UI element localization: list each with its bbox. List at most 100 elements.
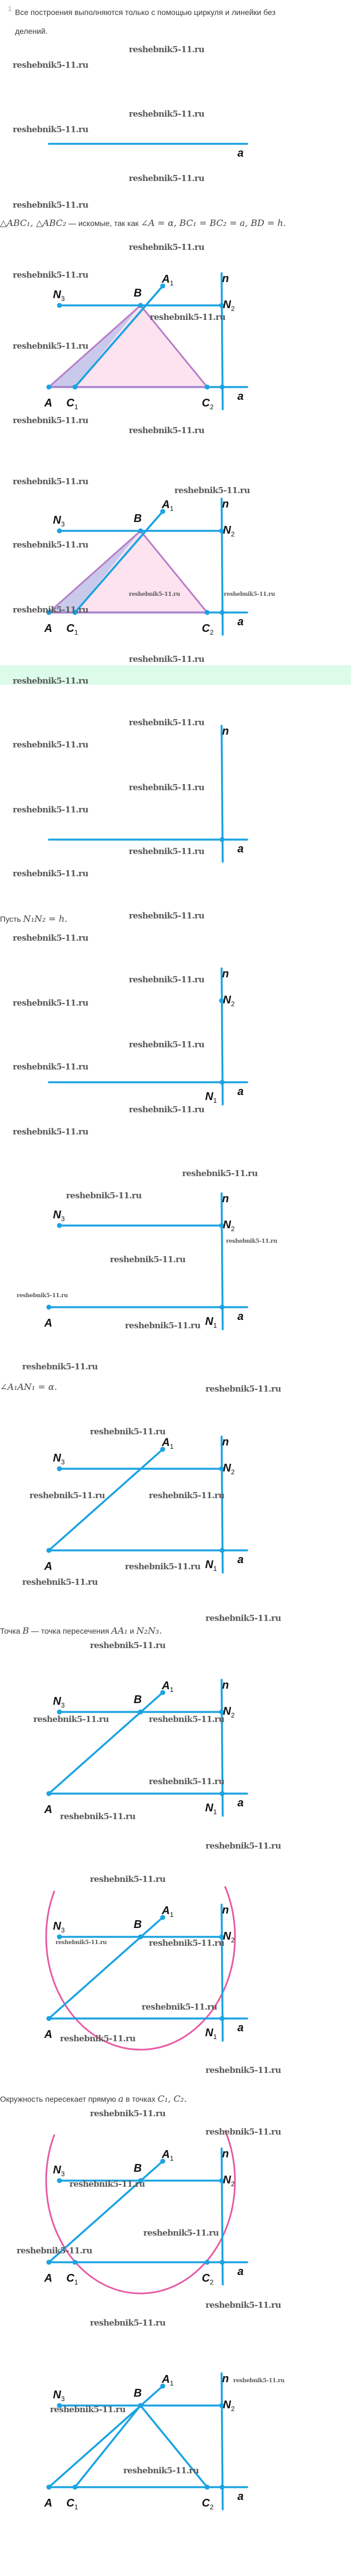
point-b <box>138 303 143 308</box>
watermark: reshebnik5-11.ru <box>13 605 88 615</box>
label-n1: N1 <box>205 2027 217 2041</box>
point-b <box>138 2403 143 2408</box>
step-4-math: a <box>118 2093 124 2104</box>
label-n2: N2 <box>223 2399 234 2413</box>
watermark: reshebnik5-11.ru <box>13 415 88 425</box>
point-a <box>46 2484 52 2490</box>
segment-a-a1 <box>48 1448 164 1551</box>
point-n3 <box>57 1223 62 1228</box>
conclusion-words: — искомые, так как <box>66 219 141 228</box>
watermark: reshebnik5-11.ru <box>129 44 204 54</box>
watermark: reshebnik5-11.ru <box>129 975 204 985</box>
watermark: reshebnik5-11.ru <box>13 805 88 815</box>
list-marker: 1 <box>8 4 12 13</box>
intro-text: Все построения выполняются только с помо… <box>15 8 276 36</box>
label-a: a <box>237 2266 243 2278</box>
watermark: reshebnik5-11.ru <box>143 2228 219 2238</box>
watermark: reshebnik5-11.ru <box>205 2300 281 2310</box>
label-a: a <box>237 843 243 855</box>
label-a: a <box>237 1554 243 1566</box>
point-n3 <box>57 1934 62 1940</box>
point-b <box>138 1934 143 1940</box>
label-n: n <box>222 725 229 737</box>
point-n3 <box>57 2178 62 2183</box>
label-b: B <box>134 287 142 299</box>
point-b <box>138 2178 143 2183</box>
label-n2: N2 <box>223 1705 234 1719</box>
highlight-band <box>0 665 351 685</box>
label-c2: C2 <box>202 397 213 411</box>
watermark: reshebnik5-11.ru <box>60 2033 136 2043</box>
label-a: A <box>44 2497 52 2509</box>
label-c2: C2 <box>202 622 213 636</box>
watermark: reshebnik5-11.ru <box>205 2065 281 2075</box>
point-n2 <box>219 998 224 1003</box>
watermark: reshebnik5-11.ru <box>205 1384 281 1394</box>
point-n2 <box>219 2403 224 2408</box>
label-n3: N3 <box>53 1920 64 1934</box>
point-n1 <box>219 610 225 615</box>
label-n3: N3 <box>53 514 64 528</box>
point-a1 <box>160 2383 166 2389</box>
label-a: a <box>237 1797 243 1809</box>
point-c2 <box>204 384 210 390</box>
label-a: a <box>237 1086 243 1098</box>
watermark: reshebnik5-11.ru <box>129 591 180 597</box>
watermark: reshebnik5-11.ru <box>22 1577 98 1587</box>
point-n1 <box>219 384 225 390</box>
label-a1: A1 <box>161 1437 173 1450</box>
watermark: reshebnik5-11.ru <box>13 540 88 550</box>
step-4-words: в точках <box>123 2095 158 2103</box>
triangle-abc2-outline <box>48 530 208 614</box>
point-c2 <box>204 2259 210 2265</box>
watermark: reshebnik5-11.ru <box>233 2378 285 2384</box>
watermark: reshebnik5-11.ru <box>149 1714 224 1724</box>
watermark: reshebnik5-11.ru <box>13 270 88 280</box>
step-2-math: ∠A₁AN₁ = α. <box>0 1382 57 1392</box>
watermark: reshebnik5-11.ru <box>129 1040 204 1050</box>
watermark: reshebnik5-11.ru <box>60 1811 136 1821</box>
label-a: A <box>44 2272 52 2284</box>
label-c1: C1 <box>66 397 78 411</box>
label-a1: A1 <box>161 499 173 513</box>
label-n: n <box>222 273 229 285</box>
circle-arc <box>45 1886 236 2051</box>
label-n2: N2 <box>223 1219 234 1233</box>
conclusion-math-triangles: △ABC₁, △ABC₂ <box>0 218 67 228</box>
label-n1: N1 <box>205 1315 217 1329</box>
point-a <box>46 1304 52 1310</box>
point-n1 <box>219 2016 225 2021</box>
step-text-2: ∠A₁AN₁ = α. <box>0 1382 57 1392</box>
point-c1 <box>72 2259 78 2265</box>
label-a1: A1 <box>161 2148 173 2162</box>
step-3-words: и <box>127 1626 137 1635</box>
point-n1 <box>219 1304 225 1310</box>
step-1-words: Пусть <box>0 915 23 923</box>
label-n3: N3 <box>53 2164 64 2178</box>
watermark: reshebnik5-11.ru <box>129 717 204 727</box>
watermark: reshebnik5-11.ru <box>13 1062 88 1072</box>
watermark: reshebnik5-11.ru <box>13 60 88 70</box>
point-n2 <box>219 1934 224 1940</box>
point-n3 <box>57 303 62 308</box>
label-b: B <box>134 2387 142 2399</box>
label-a: a <box>237 2022 243 2034</box>
segment-a-a1 <box>48 2385 164 2488</box>
label-a: a <box>237 147 243 159</box>
watermark: reshebnik5-11.ru <box>90 1427 166 1437</box>
circle-arc <box>45 2130 236 2294</box>
label-a: a <box>237 2490 243 2503</box>
label-c1: C1 <box>66 2497 78 2511</box>
label-n: n <box>222 968 229 980</box>
segment-a-a1 <box>48 2160 164 2263</box>
watermark: reshebnik5-11.ru <box>129 846 204 856</box>
watermark: reshebnik5-11.ru <box>123 2465 199 2475</box>
watermark: reshebnik5-11.ru <box>13 1127 88 1137</box>
step-4-math: C₁, C₂. <box>157 2093 187 2104</box>
watermark: reshebnik5-11.ru <box>13 341 88 351</box>
point-a1 <box>160 1690 166 1695</box>
